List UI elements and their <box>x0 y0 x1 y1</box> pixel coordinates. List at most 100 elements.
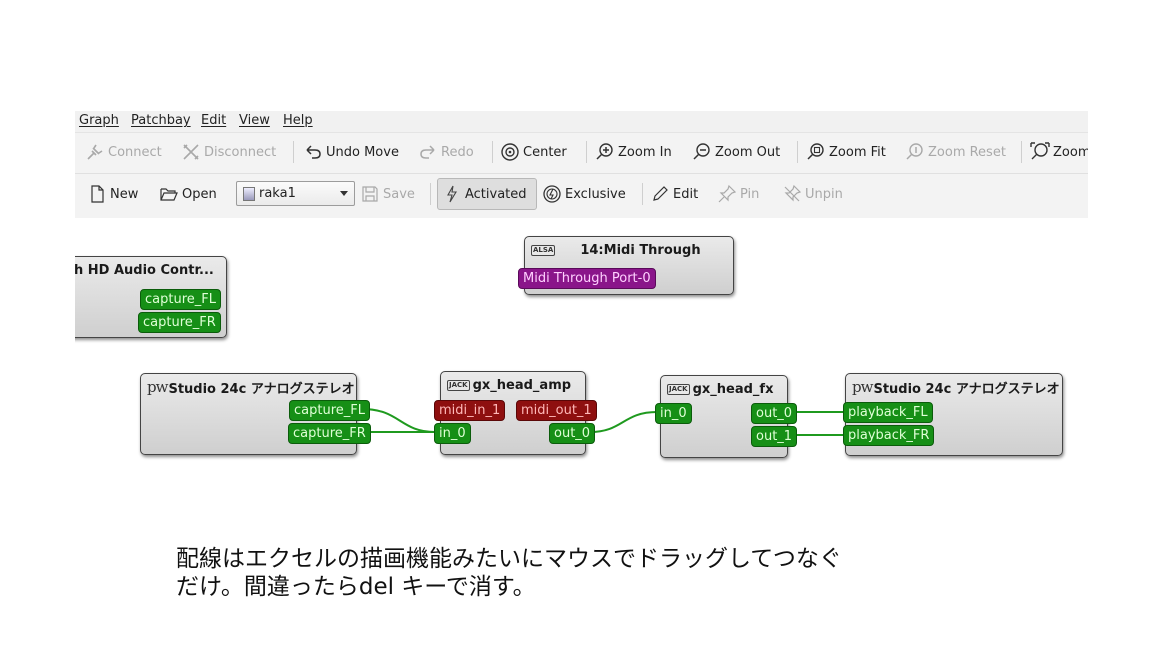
node-gx-head-fx[interactable]: JACK gx_head_fx in_0 out_0 out_1 <box>655 375 798 458</box>
activated-label: Activated <box>465 186 527 202</box>
exclusive-button[interactable]: Exclusive <box>542 180 626 208</box>
open-label: Open <box>182 186 217 202</box>
port-out-1[interactable]: out_1 <box>751 426 798 447</box>
caption-line-1: 配線はエクセルの描画機能みたいにマウスでドラッグしてつなぐ <box>176 546 842 572</box>
save-label: Save <box>383 186 415 202</box>
center-label: Center <box>523 144 567 160</box>
jack-badge-icon: JACK <box>667 384 690 395</box>
port-midi-out-1[interactable]: midi_out_1 <box>516 400 597 421</box>
zoom-fit-label: Zoom Fit <box>829 144 886 160</box>
port-playback-fl[interactable]: playback_FL <box>843 402 933 423</box>
caption-line-2: だけ。間違ったらdel キーで消す。 <box>176 574 536 600</box>
patchbay-combo-value: raka1 <box>259 186 296 201</box>
port-capture-fr[interactable]: capture_FR <box>288 423 371 444</box>
port-in-0[interactable]: in_0 <box>434 423 471 444</box>
pin-label: Pin <box>740 186 760 202</box>
save-icon <box>360 184 380 204</box>
zoom-in-button[interactable]: Zoom In <box>595 138 672 166</box>
pin-button[interactable]: Pin <box>717 180 759 208</box>
port-capture-fl[interactable]: capture_FL <box>289 400 370 421</box>
patchbay-combo[interactable]: raka1 <box>236 181 355 206</box>
node-hd-audio[interactable]: h HD Audio Contr... capture_FL capture_F… <box>75 256 227 338</box>
node-title: h HD Audio Contr... <box>75 263 214 278</box>
graph-toolbar <box>75 132 1088 174</box>
port-out-0[interactable]: out_0 <box>549 423 596 444</box>
menu-edit[interactable]: Edit <box>201 113 227 128</box>
new-button[interactable]: New <box>87 180 138 208</box>
node-studio-24c-capture[interactable]: pw Studio 24c アナログステレオ capture_FL captur… <box>140 373 371 455</box>
zoom-reset-label: Zoom Reset <box>928 144 1006 160</box>
undo-icon <box>303 142 323 162</box>
unpin-label: Unpin <box>805 186 843 202</box>
node-title: JACK gx_head_amp <box>447 378 571 393</box>
node-midi-through[interactable]: ALSA 14:Midi Through Midi Through Port-0 <box>518 236 734 295</box>
node-studio-24c-playback[interactable]: pw Studio 24c アナログステレオ playback_FL playb… <box>843 373 1063 456</box>
zoom-out-button[interactable]: Zoom Out <box>692 138 780 166</box>
zoom-range-icon <box>1030 142 1050 162</box>
node-title: pw Studio 24c アナログステレオ <box>852 378 1060 398</box>
menu-patchbay[interactable]: Patchbay <box>131 113 191 128</box>
zoom-in-label: Zoom In <box>618 144 672 160</box>
chevron-down-icon <box>340 191 348 196</box>
node-title: ALSA 14:Midi Through <box>531 243 701 258</box>
port-capture-fl[interactable]: capture_FL <box>140 289 221 310</box>
activated-button[interactable]: Activated <box>442 180 527 208</box>
zoom-fit-icon <box>806 142 826 162</box>
folder-open-icon <box>159 184 179 204</box>
node-title: JACK gx_head_fx <box>667 382 773 397</box>
port-out-0[interactable]: out_0 <box>751 403 798 424</box>
connect-label: Connect <box>108 144 162 160</box>
connect-button[interactable]: Connect <box>85 138 162 166</box>
activated-toggle[interactable] <box>437 178 537 210</box>
new-label: New <box>110 186 139 202</box>
port-capture-fr[interactable]: capture_FR <box>138 312 221 333</box>
node-title-text: Studio 24c アナログステレオ <box>873 382 1060 397</box>
graph-canvas[interactable]: h HD Audio Contr... capture_FL capture_F… <box>75 218 1088 511</box>
zoom-reset-button[interactable]: Zoom Reset <box>905 138 1006 166</box>
zoom-out-label: Zoom Out <box>715 144 781 160</box>
port-midi-in-1[interactable]: midi_in_1 <box>434 400 506 421</box>
patchbay-file-icon <box>243 186 255 201</box>
redo-icon <box>418 142 438 162</box>
undo-move-button[interactable]: Undo Move <box>303 138 399 166</box>
toolbar-separator <box>586 141 587 163</box>
pencil-icon <box>650 184 670 204</box>
unpin-button[interactable]: Unpin <box>782 180 843 208</box>
redo-button[interactable]: Redo <box>418 138 474 166</box>
connections-layer <box>361 408 845 436</box>
wire-amp-out-to-fx-in <box>589 411 658 433</box>
node-title: pw Studio 24c アナログステレオ <box>147 378 355 398</box>
toolbar-separator <box>642 183 643 205</box>
center-button[interactable]: Center <box>500 138 567 166</box>
center-icon <box>500 142 520 162</box>
menu-view[interactable]: View <box>239 113 270 128</box>
disconnect-button[interactable]: Disconnect <box>181 138 276 166</box>
zoom-fit-button[interactable]: Zoom Fit <box>806 138 886 166</box>
port-playback-fr[interactable]: playback_FR <box>843 425 935 446</box>
qpwgraph-window: Graph Patchbay Edit View Help Connect Di… <box>75 111 1088 511</box>
port-in-0[interactable]: in_0 <box>655 403 692 424</box>
caption: 配線はエクセルの描画機能みたいにマウスでドラッグしてつなぐ だけ。間違ったらde… <box>176 545 842 601</box>
menu-help[interactable]: Help <box>283 113 313 128</box>
open-button[interactable]: Open <box>159 180 217 208</box>
disconnect-label: Disconnect <box>204 144 277 160</box>
node-title-text: h HD Audio Contr... <box>75 263 214 278</box>
zoom-more-label: Zoom <box>1053 144 1088 160</box>
edit-button[interactable]: Edit <box>650 180 698 208</box>
port-midi-through-0[interactable]: Midi Through Port-0 <box>518 268 656 289</box>
exclusive-label: Exclusive <box>565 186 626 202</box>
unpin-icon <box>782 184 802 204</box>
zoom-more-button[interactable]: Zoom <box>1030 138 1088 166</box>
node-title-text: Studio 24c アナログステレオ <box>168 382 355 397</box>
new-document-icon <box>87 184 107 204</box>
pipewire-icon: pw <box>852 378 873 396</box>
zoom-out-icon <box>692 142 712 162</box>
menu-graph[interactable]: Graph <box>79 113 119 128</box>
node-gx-head-amp[interactable]: JACK gx_head_amp midi_in_1 midi_out_1 in… <box>434 371 597 455</box>
edit-label: Edit <box>673 186 699 202</box>
exclusive-icon <box>542 184 562 204</box>
save-button[interactable]: Save <box>360 180 415 208</box>
toolbar-separator <box>430 183 431 205</box>
toolbar-separator <box>797 141 798 163</box>
toolbar-separator <box>492 141 493 163</box>
